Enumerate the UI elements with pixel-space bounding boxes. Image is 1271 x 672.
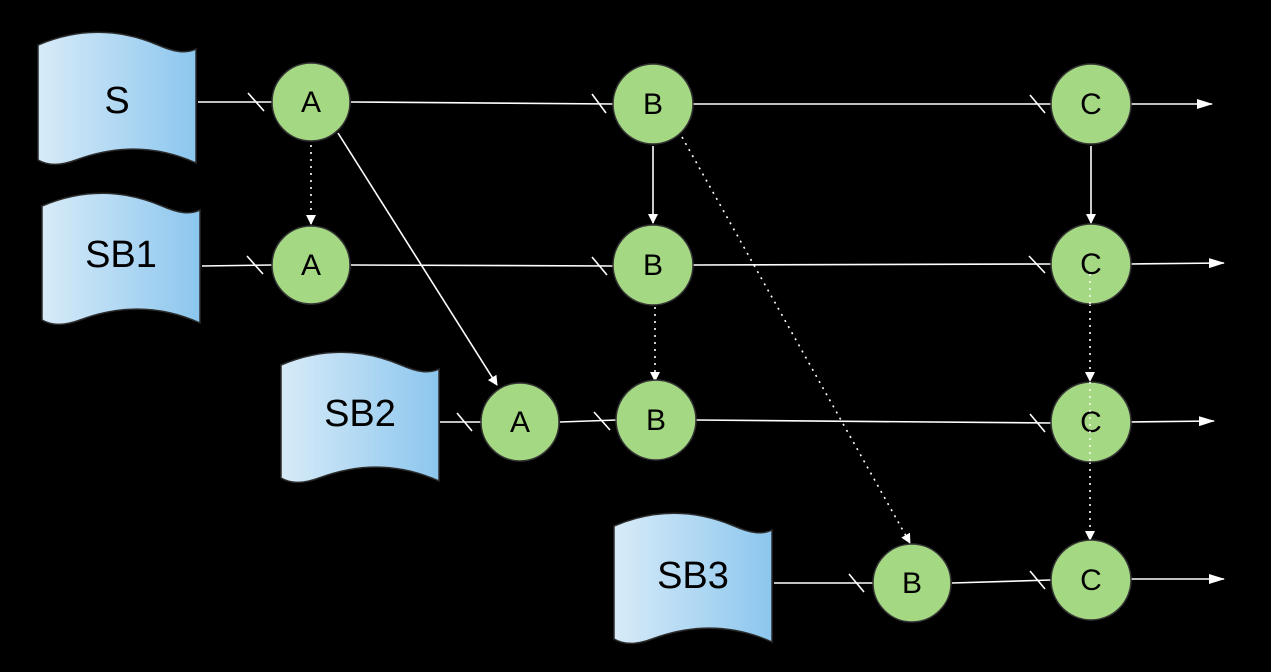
tick-mark bbox=[593, 411, 611, 431]
edge-sb1-to-a bbox=[201, 264, 273, 267]
node-sb2-b: B bbox=[615, 379, 697, 461]
tick-mark bbox=[848, 573, 865, 593]
node-label: A bbox=[301, 86, 321, 119]
tick-mark bbox=[1028, 255, 1046, 274]
edge-sb3-b-to-c bbox=[951, 579, 1052, 584]
node-sb1-c: C bbox=[1050, 223, 1132, 305]
node-circle bbox=[612, 224, 694, 306]
tick-mark bbox=[456, 412, 473, 432]
node-sb1-a: A bbox=[271, 225, 351, 305]
edge-sb1-c-out bbox=[1129, 258, 1225, 269]
node-circle bbox=[271, 62, 351, 142]
node-circle bbox=[1050, 539, 1132, 621]
node-label: C bbox=[1080, 248, 1102, 281]
node-label: C bbox=[1080, 88, 1102, 121]
node-circle bbox=[480, 382, 560, 462]
stream-sb2-label: SB2 bbox=[324, 393, 396, 435]
node-circle bbox=[615, 379, 697, 461]
edge-sb2-b-to-c bbox=[695, 419, 1052, 424]
tick-mark bbox=[591, 256, 608, 276]
node-label: B bbox=[646, 404, 666, 437]
node-label: B bbox=[643, 88, 663, 121]
node-s-a: A bbox=[271, 62, 351, 142]
stream-sb2: SB2 bbox=[280, 351, 440, 484]
node-sb3-c: C bbox=[1050, 539, 1132, 621]
edge-sb2-a-to-b bbox=[559, 419, 618, 423]
node-sb1-b: B bbox=[612, 224, 694, 306]
stream-s-label: S bbox=[104, 80, 129, 122]
edge-s-a-to-sb2-a bbox=[337, 132, 498, 386]
node-sb3-b: B bbox=[872, 543, 952, 623]
node-sb2-c: C bbox=[1050, 381, 1132, 463]
edge-sb2-c-out bbox=[1129, 416, 1215, 427]
node-circle bbox=[872, 543, 952, 623]
stream-sb3-label: SB3 bbox=[657, 555, 729, 597]
node-s-b: B bbox=[612, 63, 694, 145]
node-circle bbox=[1050, 63, 1132, 145]
edge-ticks bbox=[246, 92, 1046, 593]
stream-s: S bbox=[37, 31, 197, 166]
edge-sb1-b-to-c bbox=[692, 263, 1052, 266]
node-label: A bbox=[510, 406, 530, 439]
edge-sb1-a-to-b bbox=[350, 264, 614, 267]
nodes: A B C A B C A B bbox=[271, 62, 1132, 623]
node-circle bbox=[1050, 381, 1132, 463]
stream-sb1-shape bbox=[41, 192, 201, 326]
stream-sb3: SB3 bbox=[613, 512, 773, 645]
branch-edges bbox=[337, 132, 1096, 386]
tick-mark bbox=[1029, 413, 1046, 433]
dotted-s-b-to-sb3-b bbox=[681, 136, 911, 544]
tick-mark bbox=[1029, 570, 1046, 590]
dotted-edges bbox=[306, 136, 1095, 544]
node-label: A bbox=[301, 249, 321, 282]
tick-mark bbox=[1029, 94, 1046, 114]
node-s-c: C bbox=[1050, 63, 1132, 145]
tick-mark bbox=[246, 255, 264, 275]
stream-sb3-shape bbox=[613, 512, 773, 645]
node-circle bbox=[1050, 223, 1132, 305]
stream-s-shape bbox=[37, 31, 197, 166]
flow-edges bbox=[198, 99, 1225, 584]
stream-sb2-shape bbox=[280, 351, 440, 484]
edge-s-a-to-b bbox=[350, 101, 614, 105]
node-label: C bbox=[1080, 564, 1102, 597]
node-circle bbox=[271, 225, 351, 305]
stream-sb1-label: SB1 bbox=[85, 234, 157, 276]
node-circle bbox=[612, 63, 694, 145]
node-label: B bbox=[902, 567, 922, 600]
stream-sb1: SB1 bbox=[41, 192, 201, 326]
tick-mark bbox=[247, 92, 265, 112]
node-label: B bbox=[643, 249, 663, 282]
tick-mark bbox=[591, 93, 607, 114]
node-label: C bbox=[1080, 406, 1102, 439]
node-sb2-a: A bbox=[480, 382, 560, 462]
